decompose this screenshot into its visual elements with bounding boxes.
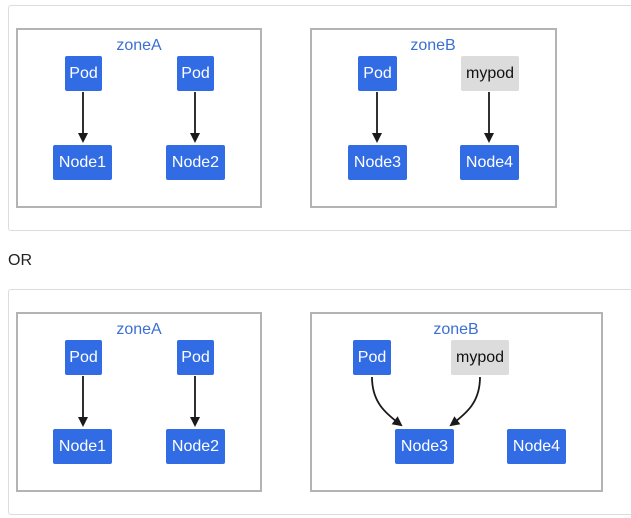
pod-box: Pod: [65, 56, 102, 91]
zone-b-box-top: [310, 28, 557, 208]
node-box-node4: Node4: [460, 145, 519, 180]
pod-box: Pod: [177, 340, 214, 375]
mypod-box: mypod: [461, 56, 519, 91]
node-box-node2: Node2: [166, 429, 225, 464]
pod-box: Pod: [353, 340, 391, 375]
node-box-node3: Node3: [348, 145, 407, 180]
node-box-node4: Node4: [507, 429, 566, 464]
zone-a-label-top: zoneA: [116, 37, 162, 54]
node-box-node2: Node2: [166, 145, 225, 180]
pod-box: Pod: [177, 56, 214, 91]
pod-box: Pod: [358, 56, 397, 91]
node-box-node1: Node1: [53, 145, 112, 180]
pod-box: Pod: [65, 340, 102, 375]
zone-a-box-bottom: [16, 312, 262, 492]
zone-b-label-top: zoneB: [410, 37, 456, 54]
node-box-node3: Node3: [395, 429, 454, 464]
zone-b-box-bottom: [310, 312, 603, 492]
zone-b-label-bottom: zoneB: [433, 321, 479, 338]
mypod-box: mypod: [451, 340, 509, 375]
zone-a-label-bottom: zoneA: [116, 321, 162, 338]
or-separator: OR: [8, 252, 32, 269]
node-box-node1: Node1: [53, 429, 112, 464]
zone-a-box-top: [16, 28, 262, 208]
